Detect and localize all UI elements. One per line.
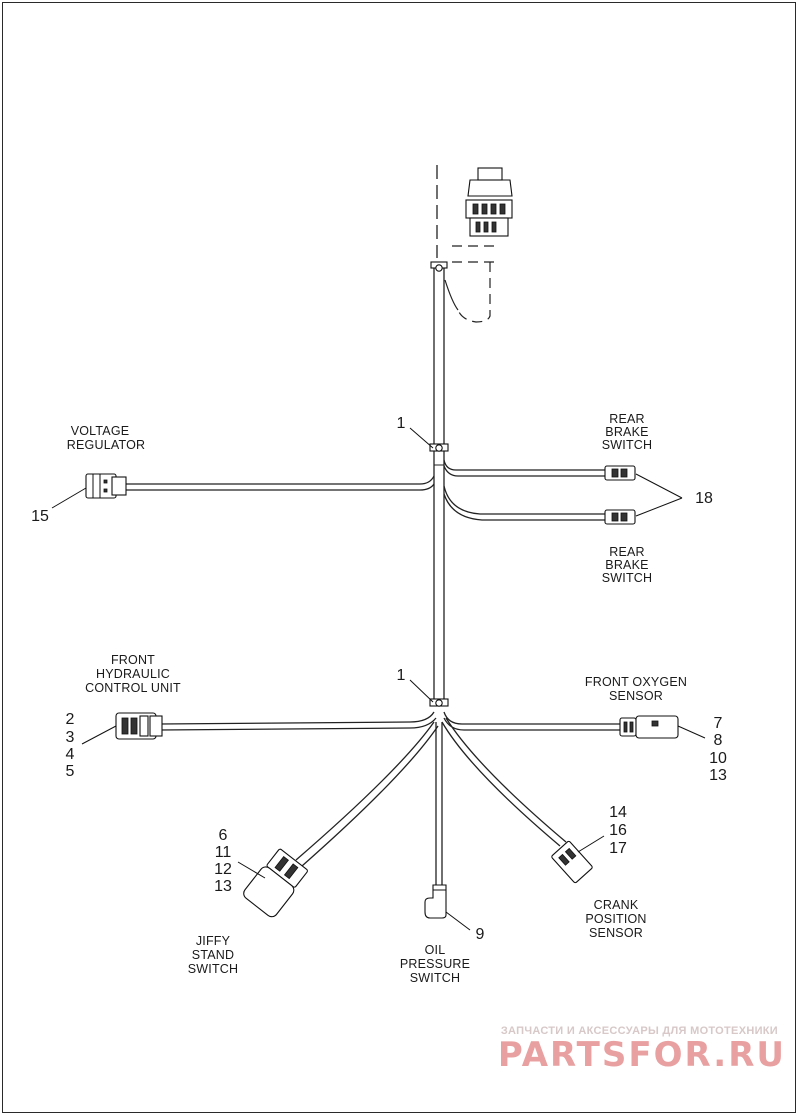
callout-rear-brake: 18 [695, 490, 713, 507]
label-rear-brake-bottom: REAR BRAKE SWITCH [602, 545, 653, 585]
main-trunk [433, 265, 445, 700]
callout-crank-position: 16 [609, 822, 627, 839]
oil-pressure-branch [424, 722, 447, 919]
label-line: PRESSURE [400, 957, 470, 971]
callout-front-hydraulic: 5 [66, 763, 75, 780]
leader-lines [51, 427, 706, 931]
label-line: HYDRAULIC [96, 667, 170, 681]
callout-clip-upper: 1 [397, 415, 406, 432]
label-line: SWITCH [188, 962, 239, 976]
callout-front-oxygen: 10 [709, 750, 727, 767]
label-line: FRONT [111, 653, 155, 667]
callout-jiffy-stand: 13 [214, 878, 232, 895]
label-rear-brake-top: REAR BRAKE SWITCH [602, 412, 653, 452]
label-line: REAR [609, 545, 645, 559]
label-line: SENSOR [609, 689, 663, 703]
label-line: SWITCH [602, 571, 653, 585]
cable-clip-upper [429, 443, 449, 452]
rear-brake-switch-branch-top [443, 459, 636, 481]
label-line: POSITION [585, 912, 646, 926]
label-line: SWITCH [602, 438, 653, 452]
main-harness-connector [436, 165, 513, 323]
label-line: CRANK [594, 898, 639, 912]
label-line: SWITCH [410, 971, 461, 985]
label-crank-position: CRANK POSITION SENSOR [585, 898, 646, 940]
callout-front-oxygen: 13 [709, 767, 727, 784]
label-line: VOLTAGE [71, 424, 130, 438]
watermark: ЗАПЧАСТИ И АКСЕССУАРЫ ДЛЯ МОТОТЕХНИКИ PA… [498, 1025, 786, 1075]
callout-front-hydraulic: 2 [66, 711, 75, 728]
callout-voltage-regulator: 15 [31, 508, 49, 525]
watermark-subtitle: ЗАПЧАСТИ И АКСЕССУАРЫ ДЛЯ МОТОТЕХНИКИ [501, 1025, 778, 1037]
cable-clip-lower [429, 698, 449, 707]
label-front-hydraulic: FRONT HYDRAULIC CONTROL UNIT [85, 653, 181, 695]
label-jiffy-stand: JIFFY STAND SWITCH [188, 934, 239, 976]
callout-jiffy-stand: 11 [215, 844, 232, 861]
label-line: JIFFY [196, 934, 231, 948]
callout-front-oxygen: 7 [714, 715, 723, 732]
label-front-oxygen: FRONT OXYGEN SENSOR [585, 675, 687, 703]
label-line: CONTROL UNIT [85, 681, 181, 695]
callout-clip-lower: 1 [397, 667, 406, 684]
label-line: BRAKE [605, 558, 648, 572]
callout-crank-position: 14 [609, 804, 627, 821]
callout-front-hydraulic: 3 [66, 729, 75, 746]
front-oxygen-branch [443, 711, 679, 739]
jiffy-stand-branch [243, 721, 439, 918]
label-line: OIL [425, 943, 446, 957]
callout-crank-position: 17 [609, 840, 627, 857]
callout-front-hydraulic: 4 [66, 746, 75, 763]
label-line: SENSOR [589, 926, 643, 940]
label-line: FRONT OXYGEN [585, 675, 687, 689]
front-hydraulic-branch [115, 711, 437, 740]
label-line: REAR [609, 412, 645, 426]
label-voltage-regulator: VOLTAGE REGULATOR [67, 424, 145, 452]
crank-position-branch [441, 717, 593, 884]
callout-oil-pressure: 9 [476, 926, 485, 943]
label-line: STAND [192, 948, 234, 962]
callout-front-oxygen: 8 [714, 732, 723, 749]
cable-clip-top [430, 261, 448, 272]
voltage-regulator-branch [85, 473, 435, 499]
rear-brake-switch-branch-bottom [443, 485, 636, 525]
watermark-brand: PARTSFOR.RU [498, 1035, 786, 1075]
callout-numbers: 1 1 15 18 2 3 4 5 7 8 10 13 14 16 17 6 1… [31, 415, 727, 943]
label-line: REGULATOR [67, 438, 145, 452]
callout-jiffy-stand: 6 [219, 827, 228, 844]
label-oil-pressure: OIL PRESSURE SWITCH [400, 943, 470, 985]
callout-jiffy-stand: 12 [214, 861, 232, 878]
label-line: BRAKE [605, 425, 648, 439]
